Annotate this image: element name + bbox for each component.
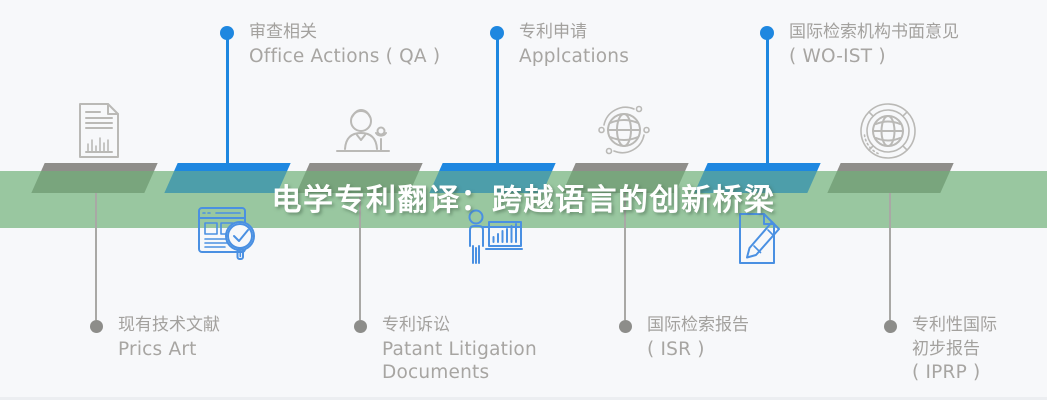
network-globe-icon [596, 102, 652, 158]
milestone-label-wo-ist: 国际检索机构书面意见 ( WO-IST ) [789, 21, 959, 68]
milestone-label-office-actions: 审查相关 Office Actions ( QA ) [249, 21, 440, 68]
document-chart-icon [76, 102, 122, 159]
presenter-chart-icon [463, 208, 525, 270]
milestone-dot-bottom-2 [353, 319, 367, 333]
connector-line-bottom-3 [623, 193, 627, 320]
milestone-en: Applcations [519, 45, 630, 67]
connector-line-bottom-1 [94, 193, 98, 320]
milestone-en-2: Documents [382, 362, 490, 383]
milestone-dot-top-1 [220, 26, 234, 40]
milestone-label-iprp: 专利性国际 初步报告 ( IPRP ) [912, 314, 997, 385]
footer-divider [0, 397, 1047, 400]
milestone-en: Prics Art [118, 338, 197, 360]
connector-line-top-3 [765, 33, 769, 164]
milestone-zh: 国际检索机构书面意见 [789, 22, 959, 42]
connector-line-top-1 [225, 33, 229, 164]
banner-title: 电学专利翻译：跨越语言的创新桥梁 [271, 183, 776, 218]
milestone-zh-2: 初步报告 [912, 338, 980, 359]
seal-globe-icon [859, 102, 917, 160]
milestone-dot-bottom-4 [883, 319, 897, 333]
milestone-zh: 专利申请 [519, 22, 587, 42]
milestone-label-prior-art: 现有技术文献 Prics Art [118, 314, 220, 361]
connector-line-top-2 [495, 33, 499, 164]
milestone-zh: 审查相关 [249, 22, 317, 42]
milestone-en: ( WO-IST ) [789, 45, 886, 67]
milestone-zh: 专利诉讼 [382, 315, 450, 335]
milestone-label-isr: 国际检索报告 ( ISR ) [647, 314, 749, 361]
milestone-zh: 国际检索报告 [647, 315, 749, 335]
milestone-dot-bottom-1 [89, 319, 103, 333]
milestone-label-litigation: 专利诉讼 Patant Litigation Documents [382, 314, 537, 385]
connector-line-bottom-2 [358, 193, 362, 320]
search-check-browser-icon [197, 205, 257, 263]
milestone-label-applications: 专利申请 Applcations [519, 21, 629, 68]
milestone-zh: 专利性国际 [912, 315, 997, 335]
milestone-en: Patant Litigation [382, 338, 537, 360]
milestone-dot-top-3 [760, 26, 774, 40]
milestone-en: ( ISR ) [647, 338, 705, 360]
connector-line-bottom-4 [888, 193, 892, 320]
milestone-zh: 现有技术文献 [118, 315, 220, 335]
milestone-dot-top-2 [490, 26, 504, 40]
examiner-desk-icon [334, 106, 392, 159]
milestone-en: ( IPRP ) [912, 362, 981, 383]
milestone-en: Office Actions ( QA ) [249, 45, 441, 67]
document-pen-icon [734, 209, 786, 267]
milestone-dot-bottom-3 [618, 319, 632, 333]
